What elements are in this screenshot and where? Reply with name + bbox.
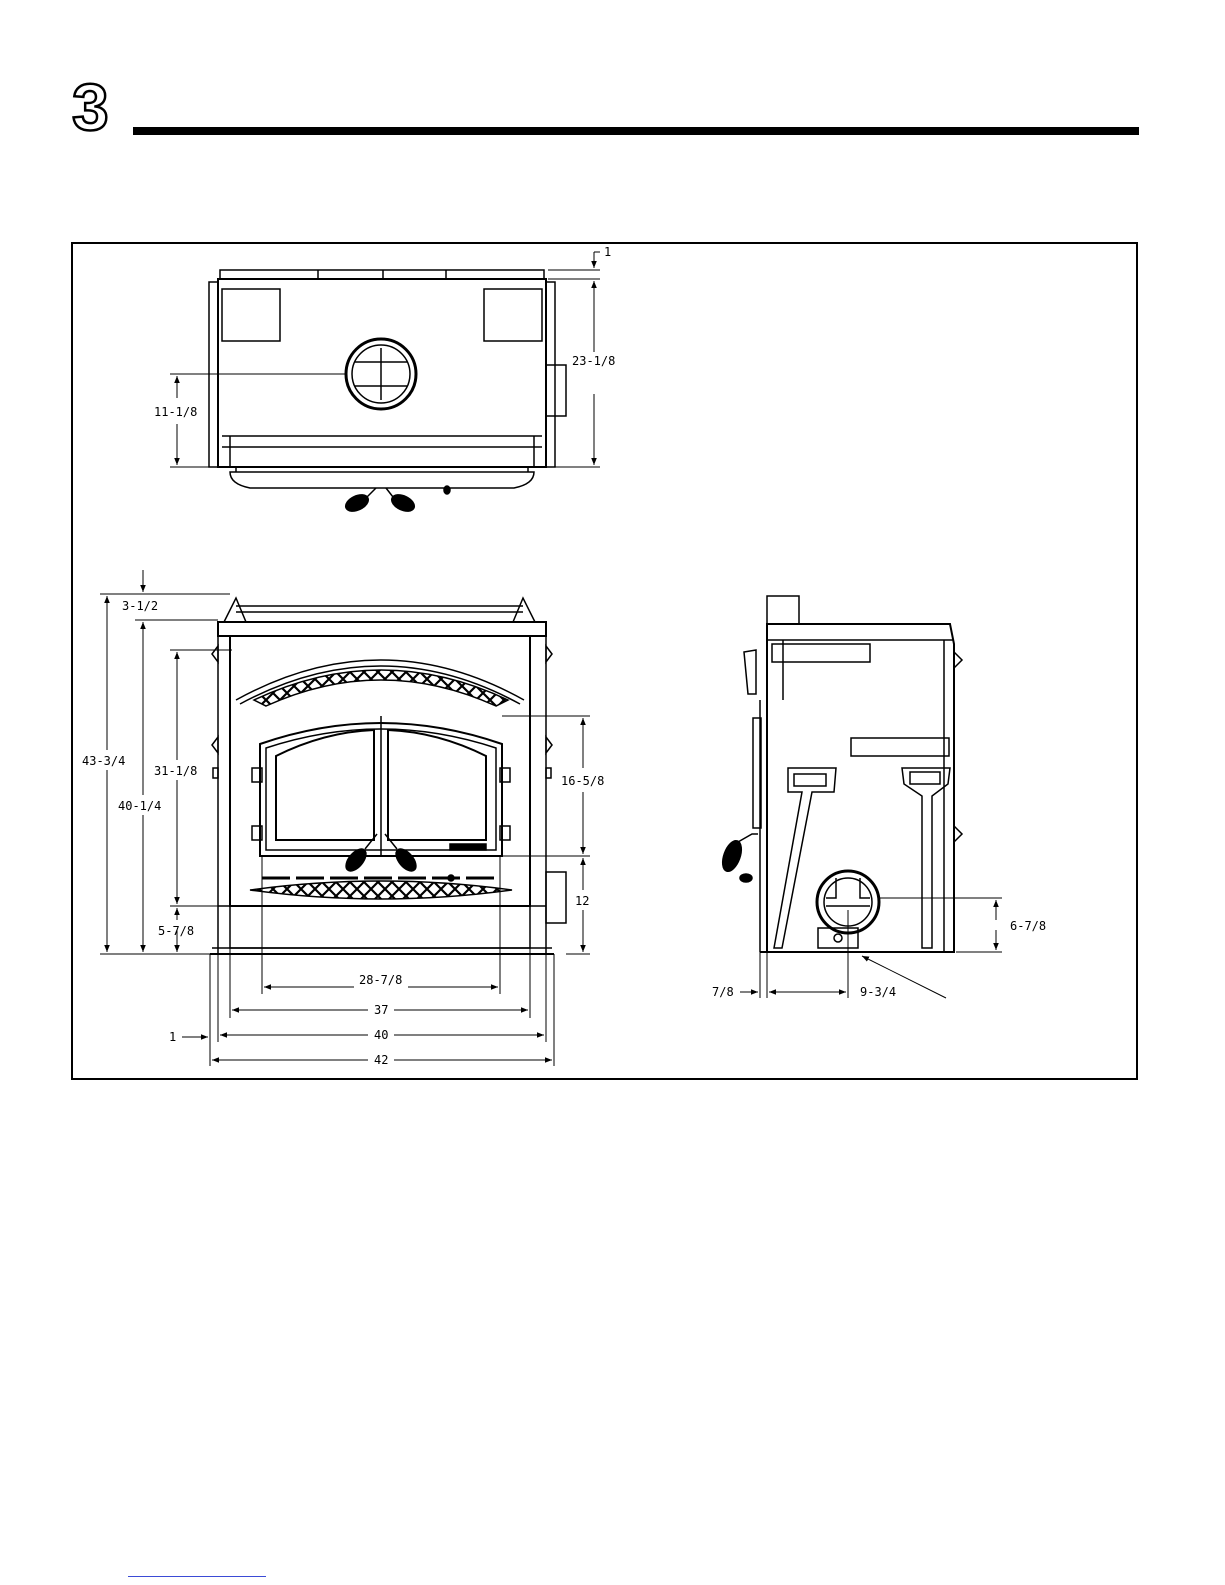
side-view-front-leg: [774, 768, 836, 948]
side-view-handle: [719, 838, 745, 874]
dim-front-offset: 7/8: [712, 985, 734, 999]
dim-door-bottom-height: 12: [575, 894, 589, 908]
top-view-ash-lip: [230, 472, 534, 488]
side-view-top-plate: [772, 644, 870, 662]
dim-inlet-height: 6-7/8: [1010, 919, 1046, 933]
dim-door-height: 16-5/8: [561, 774, 604, 788]
dim-top-offset: 1: [604, 245, 611, 259]
dim-inlet-from-front: 9-3/4: [860, 985, 896, 999]
dim-overall-height: 43-3/4: [82, 754, 125, 768]
top-view-cap: [220, 270, 544, 279]
front-view-base: [230, 906, 530, 948]
top-view-body: [218, 279, 546, 467]
front-view-dimensions: [100, 570, 590, 1066]
front-view-right-corner-bracket: [513, 598, 535, 622]
dim-door-width: 28-7/8: [359, 973, 402, 987]
top-view: [209, 270, 566, 514]
dim-base-height: 5-7/8: [158, 924, 194, 938]
dim-overall-width: 42: [374, 1053, 388, 1067]
side-view-body: [767, 624, 954, 952]
top-view-left-handle: [343, 492, 371, 515]
dim-inner-width: 37: [374, 1003, 388, 1017]
front-view-right-door-glass: [388, 730, 486, 840]
dim-flue-center: 11-1/8: [154, 405, 197, 419]
dim-depth: 23-1/8: [572, 354, 615, 368]
front-view: [210, 598, 566, 954]
footer-link[interactable]: [128, 1576, 266, 1577]
front-view-nameplate: [450, 844, 486, 850]
side-view: [719, 596, 962, 952]
dim-surround-height: 31-1/8: [154, 764, 197, 778]
dim-top-extension: 3-1/2: [122, 599, 158, 613]
front-view-left-door-glass: [276, 730, 374, 840]
side-view-mid-plate: [851, 738, 949, 756]
front-view-left-corner-bracket: [224, 598, 246, 622]
front-view-top-trim: [218, 622, 546, 636]
top-view-right-handle: [389, 492, 417, 515]
side-view-rear-leg: [902, 768, 950, 948]
side-view-flue-box: [767, 596, 799, 624]
top-view-left-panel: [222, 289, 280, 341]
dim-side-offset: 1: [169, 1030, 176, 1044]
dim-body-width: 40: [374, 1028, 388, 1042]
front-view-lower-lattice: [250, 881, 512, 899]
dim-body-height: 40-1/4: [118, 799, 161, 813]
top-view-dimensions: [170, 252, 600, 467]
top-view-right-panel: [484, 289, 542, 341]
